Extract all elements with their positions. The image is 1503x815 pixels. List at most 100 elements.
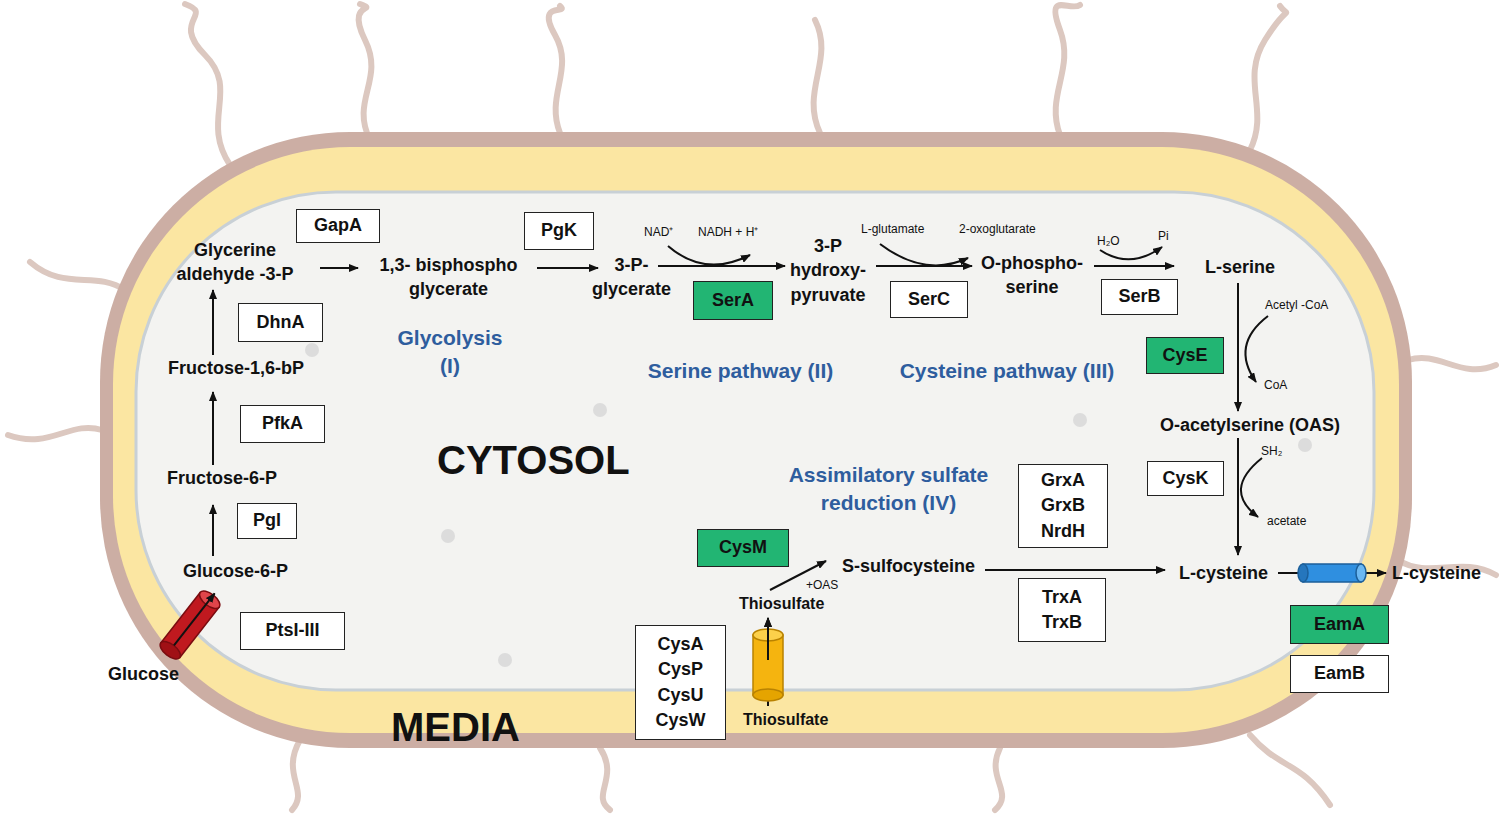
metabolite-label: L-cysteine (1392, 561, 1481, 585)
metabolite-label: O-phospho- serine (976, 251, 1088, 300)
reaction-arrow (1237, 438, 1239, 555)
compartment-label: CYTOSOL (437, 438, 630, 482)
flagella (8, 4, 1496, 810)
flagellum (1250, 6, 1286, 150)
pathway-heading: Assimilatory sulfate reduction (IV) (786, 461, 991, 518)
transport-arrow (767, 618, 769, 660)
glucose-transporter (157, 586, 224, 662)
enzyme-name: EamB (1314, 663, 1365, 685)
reaction-arrow (320, 267, 358, 269)
cylinder-end (753, 689, 783, 701)
cofactor-arrow (1100, 247, 1162, 259)
reaction-arrow (212, 392, 214, 465)
enzyme-name: PgK (541, 220, 577, 242)
enzyme-box: CysK (1147, 461, 1224, 496)
flagellum (30, 262, 125, 290)
enzyme-name: CysA CysP CysU CysW (655, 632, 705, 733)
periplasm (113, 147, 1399, 733)
pathway-heading: Glycolysis (I) (385, 324, 515, 381)
cofactor-label: H₂O (1097, 233, 1120, 249)
flagellum (185, 4, 230, 165)
enzyme-box: GapA (296, 209, 380, 243)
flagellum (8, 428, 102, 439)
dot (498, 653, 512, 667)
cofactor-arrow (668, 246, 750, 265)
cofactor-arrow (1241, 458, 1262, 517)
cofactor-arrow (880, 244, 968, 265)
cytosol-dots (305, 343, 1312, 667)
enzyme-box: CysA CysP CysU CysW (635, 625, 726, 740)
reaction-arrow (212, 290, 214, 355)
dot (1298, 438, 1312, 452)
reaction-arrow (1094, 265, 1174, 267)
enzyme-name: CysE (1162, 345, 1207, 367)
pathway-heading: Serine pathway (II) (643, 357, 838, 385)
flagellum (1250, 735, 1330, 805)
enzyme-name: CysK (1162, 468, 1208, 490)
metabolite-label: 3-P hydroxy- pyruvate (783, 234, 873, 307)
cofactor-label: L-glutamate (861, 221, 924, 237)
cofactor-arrow (1245, 316, 1268, 382)
reaction-arrows (213, 244, 1386, 706)
enzyme-box-highlighted: CysM (697, 529, 789, 567)
enzyme-box: SerB (1101, 279, 1178, 315)
flagellum (549, 6, 562, 133)
enzyme-box-highlighted: EamA (1290, 605, 1389, 644)
compartment-label: MEDIA (391, 705, 520, 749)
dot (441, 529, 455, 543)
cylinder-body (1303, 564, 1361, 582)
enzyme-name: TrxA TrxB (1042, 585, 1082, 635)
enzyme-box: GrxA GrxB NrdH (1018, 464, 1108, 548)
metabolite-label: L-cysteine (1179, 561, 1268, 585)
reaction-arrow (985, 569, 1165, 571)
enzyme-box: TrxA TrxB (1018, 578, 1106, 642)
cofactor-label: acetate (1267, 513, 1306, 529)
metabolite-label: 1,3- bisphospho glycerate (366, 253, 531, 302)
enzyme-box: DhnA (238, 303, 323, 342)
enzyme-box: EamB (1290, 655, 1389, 693)
dot (593, 403, 607, 417)
metabolite-label: 3-P- glycerate (584, 253, 679, 302)
flagellum (292, 740, 300, 810)
cylinder-end (1298, 564, 1308, 582)
cofactor-label: Acetyl -CoA (1265, 297, 1328, 313)
enzyme-name: Pgl (253, 510, 281, 532)
metabolite-label: Glucose-6-P (183, 559, 288, 583)
cofactor-label: SH₂ (1261, 443, 1282, 459)
outer-membrane (100, 132, 1412, 748)
cofactor-label: NAD⁺ (644, 224, 673, 240)
dot (1073, 413, 1087, 427)
enzyme-box: PfkA (240, 405, 325, 443)
enzyme-box: PtsI-III (240, 612, 345, 650)
metabolite-label: Fructose-1,6-bP (168, 356, 304, 380)
enzyme-name: DhnA (257, 312, 305, 334)
reaction-arrow (1237, 283, 1239, 411)
cofactor-label: Pi (1158, 228, 1169, 244)
cofactor-label: CoA (1264, 377, 1287, 393)
flagellum (1408, 358, 1496, 369)
metabolite-label: Fructose-6-P (167, 466, 277, 490)
enzyme-box: PgK (524, 212, 594, 250)
enzyme-name: SerA (712, 290, 754, 312)
flagellum (1055, 5, 1080, 135)
enzyme-name: GapA (314, 215, 362, 237)
dot (305, 343, 319, 357)
pathway-heading: Cysteine pathway (III) (897, 357, 1117, 385)
flagellum (359, 4, 372, 140)
cylinder-end (1356, 564, 1366, 582)
enzyme-box-highlighted: SerA (693, 281, 773, 320)
enzyme-name: GrxA GrxB NrdH (1041, 468, 1085, 544)
enzyme-box-highlighted: CysE (1146, 337, 1224, 374)
metabolite-label: Glucose (108, 662, 179, 686)
enzyme-box: Pgl (237, 503, 297, 539)
reaction-arrow (537, 267, 598, 269)
cysteine-exporter (1298, 564, 1366, 582)
enzyme-name: SerB (1118, 286, 1160, 308)
transport-arrow (174, 593, 215, 645)
metabolite-label: Thiosulfate (743, 709, 828, 731)
metabolite-label: O-acetylserine (OAS) (1160, 413, 1340, 437)
enzyme-name: CysM (719, 537, 767, 559)
reaction-arrow (212, 505, 214, 556)
